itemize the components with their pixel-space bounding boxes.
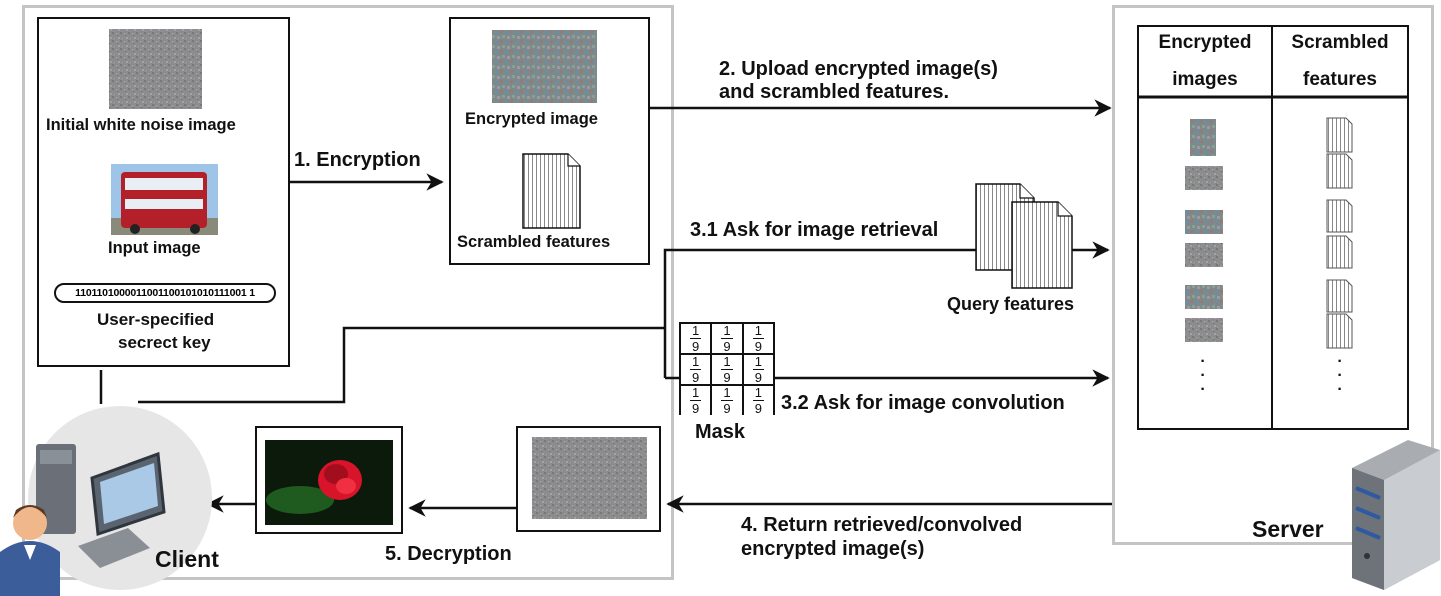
return-step-label-line2: encrypted image(s) bbox=[741, 538, 925, 560]
request-path-line bbox=[138, 326, 665, 404]
server-col1-ellipsis: ··· bbox=[1200, 353, 1206, 398]
convolution-step-label: 3.2 Ask for image convolution bbox=[781, 392, 1065, 414]
client-computer-icon bbox=[28, 406, 212, 590]
upload-step-label-line1: 2. Upload encrypted image(s) bbox=[719, 58, 998, 80]
initial-noise-image bbox=[109, 29, 202, 109]
server-label: Server bbox=[1252, 516, 1324, 542]
upload-step-label-line2: and scrambled features. bbox=[719, 81, 950, 103]
query-features-label: Query features bbox=[947, 294, 1075, 314]
server-region bbox=[1112, 5, 1434, 545]
secret-key-value: 1101101000011001100101010111001 1 bbox=[54, 283, 276, 303]
decryption-step-label: 5. Decryption bbox=[385, 543, 512, 565]
input-image-bus bbox=[111, 164, 218, 235]
server-col2-ellipsis: ··· bbox=[1337, 353, 1343, 398]
secret-key-label-line1: User-specified bbox=[97, 310, 215, 329]
secret-key-label-line2: secrect key bbox=[118, 333, 211, 352]
encrypted-image-label: Encrypted image bbox=[465, 110, 598, 128]
encryption-step-label: 1. Encryption bbox=[294, 149, 421, 171]
return-step-label-line1: 4. Return retrieved/convolved bbox=[741, 514, 1023, 536]
server-col-scrambled-line2: features bbox=[1303, 69, 1377, 90]
input-image-label: Input image bbox=[108, 239, 201, 257]
server-tower-icon bbox=[1352, 440, 1440, 590]
mask-label: Mask bbox=[695, 421, 746, 443]
decrypted-rose-image bbox=[265, 440, 393, 525]
query-features-doc-icon bbox=[975, 183, 1073, 289]
retrieval-step-label: 3.1 Ask for image retrieval bbox=[690, 219, 939, 241]
scrambled-features-doc-icon bbox=[522, 153, 581, 229]
encrypted-image-thumb bbox=[492, 30, 597, 103]
retrieval-arrow bbox=[663, 241, 1110, 378]
server-encrypted-thumbs bbox=[1185, 119, 1223, 342]
scrambled-features-label: Scrambled features bbox=[457, 233, 611, 251]
server-col-scrambled-line1: Scrambled bbox=[1291, 32, 1389, 53]
client-label: Client bbox=[155, 546, 219, 572]
client-region bbox=[22, 5, 674, 580]
server-feature-doc-icons bbox=[1326, 117, 1353, 349]
server-col-encrypted-line2: images bbox=[1172, 69, 1238, 90]
initial-noise-label: Initial white noise image bbox=[46, 116, 236, 134]
returned-noise-image bbox=[532, 437, 647, 519]
user-avatar-icon bbox=[0, 505, 60, 596]
server-col-encrypted-line1: Encrypted bbox=[1158, 32, 1252, 53]
